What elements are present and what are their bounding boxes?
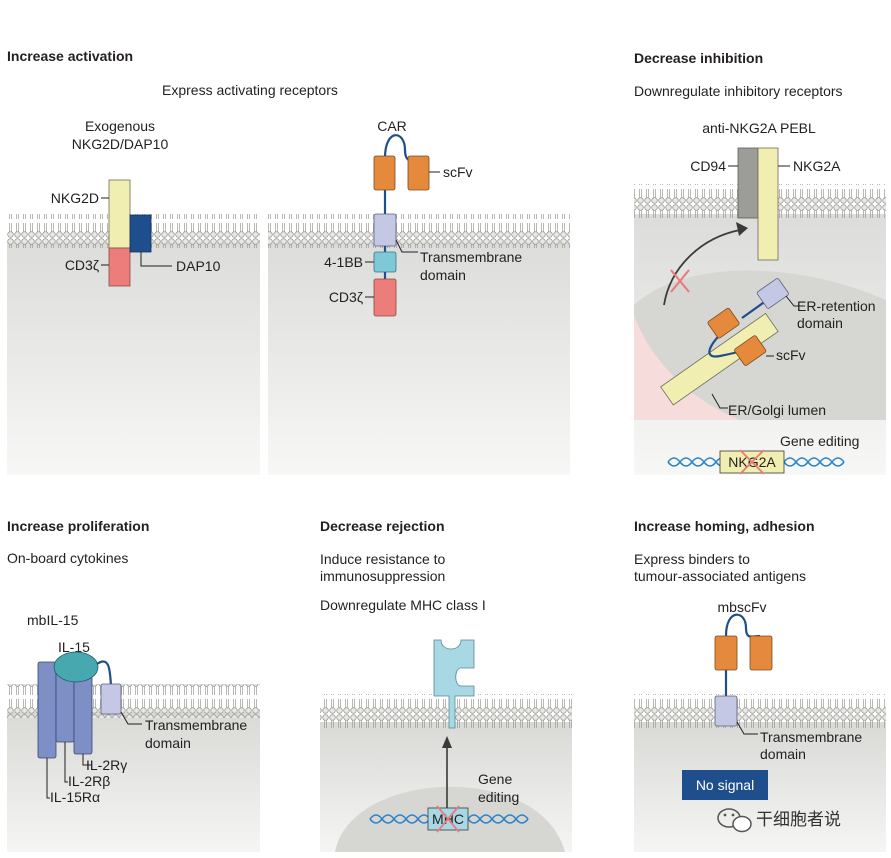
gene-editing-line2: editing <box>478 789 519 805</box>
nkg2d-label: NKG2D <box>51 190 99 206</box>
dap10-domain <box>129 214 152 253</box>
cd94-label: CD94 <box>690 158 726 174</box>
mhc-text: Downregulate MHC class I <box>320 597 486 613</box>
mbscfv-label: mbscFv <box>718 599 767 615</box>
scfv-vh <box>373 155 396 191</box>
il15-transmembrane <box>100 683 122 715</box>
gene-editing-line1: Gene <box>478 771 512 787</box>
blocked-cross <box>670 269 690 293</box>
panel-decrease-rejection: Decrease rejection Induce resistance to … <box>320 518 572 852</box>
arrowhead <box>442 736 452 748</box>
transmembrane-domain <box>373 213 397 247</box>
er-retention-domain <box>756 278 789 309</box>
mbil15-label: mbIL-15 <box>27 612 79 628</box>
nkg2d-title-line2: NKG2D/DAP10 <box>72 136 169 152</box>
retained-nkg2a <box>660 312 779 406</box>
panel-title: Increase proliferation <box>7 518 149 534</box>
no-signal-label: No signal <box>696 777 754 793</box>
panel-increase-proliferation: Increase proliferation On-board cytokine… <box>7 518 260 852</box>
er-retention-label-line2: domain <box>797 315 843 331</box>
cell-car: CAR scFv Transmembrane domain 4-1BB CD3ζ <box>268 118 570 475</box>
tm-label-line2: domain <box>145 735 191 751</box>
il2rg-chain <box>73 669 93 755</box>
membrane <box>268 214 570 248</box>
4-1bb-label: 4-1BB <box>324 254 363 270</box>
cd94-receptor <box>737 147 759 219</box>
panel-title: Decrease inhibition <box>634 50 763 66</box>
il15ra-chain <box>37 661 57 759</box>
watermark-text: 干细胞者说 <box>756 810 841 830</box>
tm-label-line2: domain <box>760 746 806 762</box>
membrane <box>320 694 572 728</box>
panel-title: Increase homing, adhesion <box>634 518 815 534</box>
car-title: CAR <box>377 118 407 134</box>
pebl-scfv-label: scFv <box>776 347 806 363</box>
nkg2a-label: NKG2A <box>793 158 841 174</box>
tm-label-line1: Transmembrane <box>145 717 247 733</box>
il15ra-label: IL-15Rα <box>50 789 100 805</box>
mhc-class-i-molecule <box>433 639 475 729</box>
cd3z-label: CD3ζ <box>65 257 99 273</box>
il15-cytokine <box>53 651 99 683</box>
er-golgi-label: ER/Golgi lumen <box>728 402 826 418</box>
panel-title: Decrease rejection <box>320 518 445 534</box>
panel-subtitle: Downregulate inhibitory receptors <box>634 83 843 99</box>
car-cd3z-label: CD3ζ <box>329 289 363 305</box>
subtitle-line2: immunosuppression <box>320 568 445 584</box>
nkg2d-title-line1: Exogenous <box>85 118 155 134</box>
pebl-scfv-vl <box>734 335 767 366</box>
no-signal-badge <box>682 770 768 800</box>
transport-arrow <box>663 229 741 306</box>
subtitle-line1: Express binders to <box>634 551 750 567</box>
scfv-label: scFv <box>443 164 473 180</box>
dap10-label: DAP10 <box>176 258 221 274</box>
cell-nkg2d-dap10: Exogenous NKG2D/DAP10 NKG2D CD3ζ DAP10 <box>7 118 260 475</box>
dna-helix <box>369 814 529 824</box>
pebl-scfv-vh <box>707 307 740 339</box>
er-retention-label-line1: ER-retention <box>797 298 876 314</box>
cd3z-domain <box>108 247 131 287</box>
subtitle-line2: tumour-associated antigens <box>634 568 806 584</box>
panel-decrease-inhibition: Decrease inhibition Downregulate inhibit… <box>634 50 886 475</box>
nkg2a-receptor <box>757 147 779 261</box>
pebl-label: anti-NKG2A PEBL <box>702 120 816 136</box>
tm-label-line1: Transmembrane <box>420 249 522 265</box>
panel-subtitle: On-board cytokines <box>7 550 128 566</box>
scfv-linker <box>724 613 761 638</box>
il15-linker <box>96 660 113 687</box>
scfv-vh <box>714 635 738 671</box>
panel-title: Increase activation <box>7 48 133 64</box>
il2rg-label: IL-2Rγ <box>86 757 127 773</box>
wechat-icon <box>717 808 752 833</box>
gene-cross <box>739 449 765 475</box>
cytoplasm <box>7 242 260 475</box>
er-lumen <box>634 315 740 420</box>
nkg2d-domain <box>108 179 131 249</box>
dna-helix <box>667 457 845 467</box>
arrowhead <box>736 222 748 236</box>
panel-subtitle: Express activating receptors <box>162 82 338 98</box>
cytoplasm <box>268 242 570 475</box>
watermark: 干细胞者说 <box>717 808 841 833</box>
4-1bb-domain <box>373 251 397 273</box>
membrane <box>634 694 886 728</box>
tm-label-line1: Transmembrane <box>760 729 862 745</box>
il15-label: IL-15 <box>58 639 90 655</box>
il2rb-label: IL-2Rβ <box>68 773 110 789</box>
gene-editing-label: Gene editing <box>780 433 859 449</box>
tm-label-line2: domain <box>420 267 466 283</box>
mbscfv-transmembrane <box>714 695 738 727</box>
scfv-vl <box>407 155 430 191</box>
car-cd3z-domain <box>373 278 397 317</box>
gene-cross <box>436 805 460 833</box>
subtitle-line1: Induce resistance to <box>320 551 446 567</box>
scfv-vl <box>749 635 773 671</box>
panel-increase-activation: Increase activation Express activating r… <box>7 48 570 475</box>
panel-increase-homing: Increase homing, adhesion Express binder… <box>634 518 886 852</box>
